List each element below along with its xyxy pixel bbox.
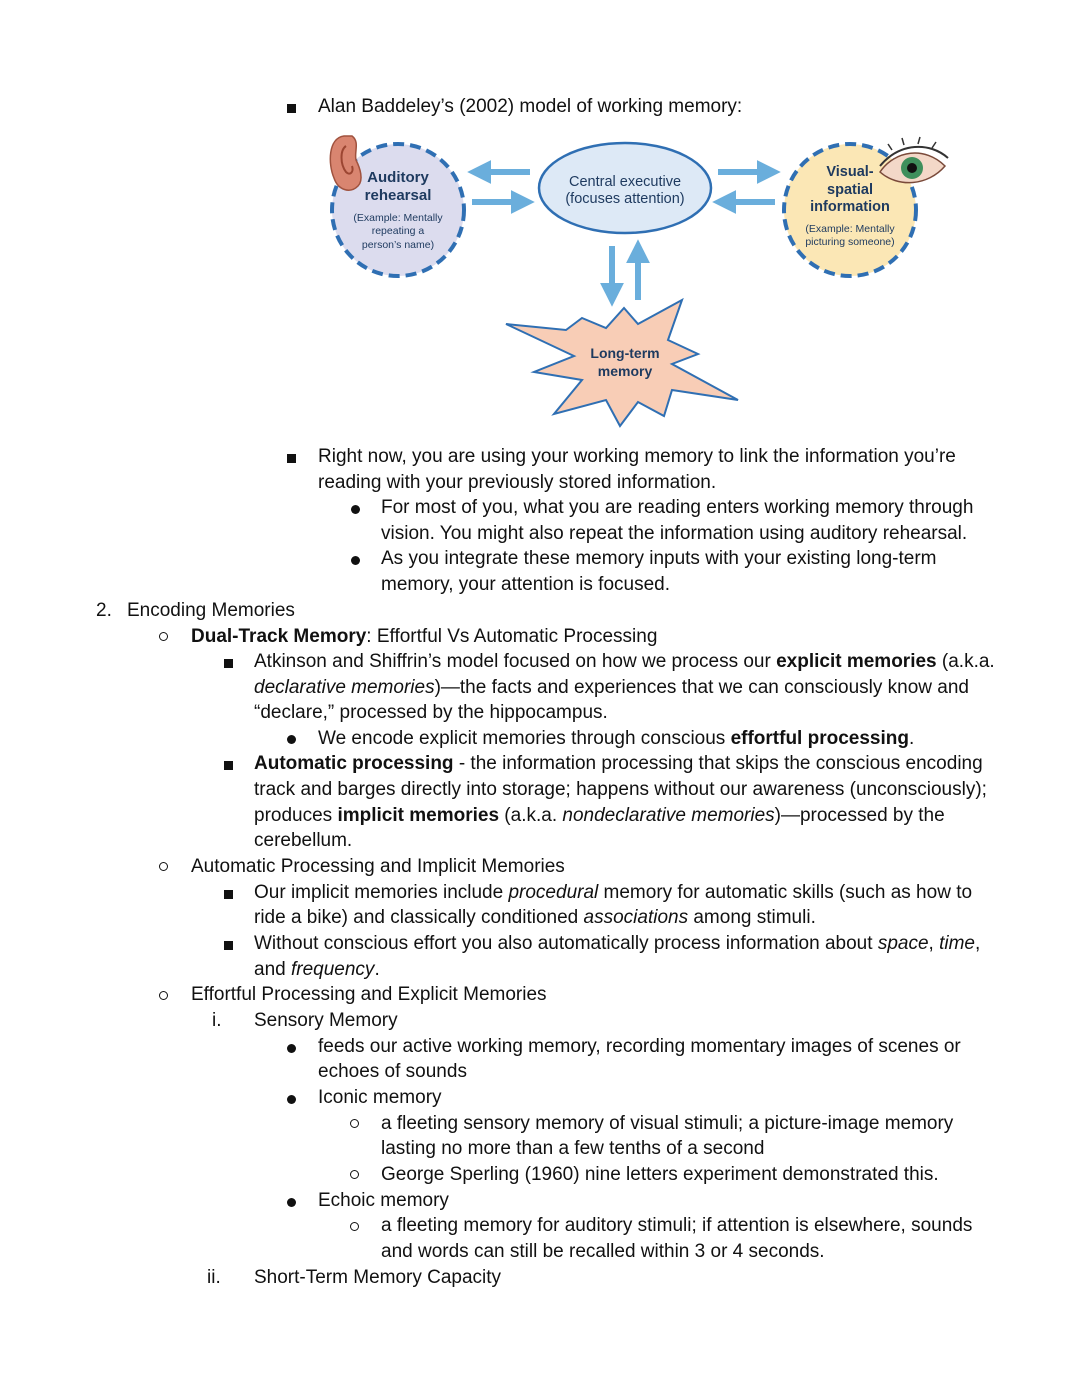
section-number: 2.	[96, 600, 112, 621]
api-bullet2-line1: Without conscious effort you also automa…	[254, 933, 981, 954]
echoic-def-line2: and words can still be recalled within 3…	[381, 1241, 825, 1262]
working-memory-diagram: Auditory rehearsal (Example: Mentally re…	[329, 135, 949, 428]
svg-text:repeating a: repeating a	[372, 225, 425, 237]
atkinson-line1: Atkinson and Shiffrin’s model focused on…	[254, 651, 995, 672]
automatic-line3: produces implicit memories (a.k.a. nonde…	[254, 805, 945, 826]
atkinson-line2: declarative memories)—the facts and expe…	[254, 677, 969, 698]
square-bullet-icon	[287, 104, 296, 113]
auditory-central-arrows	[467, 160, 535, 214]
sensory-memory-heading: Sensory Memory	[254, 1010, 398, 1031]
iconic-def-line2: lasting no more than a few tenths of a s…	[381, 1138, 765, 1159]
svg-text:(focuses attention): (focuses attention)	[565, 191, 684, 207]
effortful-subbullet: We encode explicit memories through cons…	[318, 728, 915, 749]
square-bullet-icon	[224, 890, 233, 899]
eye-icon	[879, 136, 949, 184]
square-bullet-icon	[224, 941, 233, 950]
working-memory-bullet-line1: Right now, you are using your working me…	[318, 446, 956, 467]
svg-text:person’s name): person’s name)	[362, 239, 434, 251]
svg-text:Auditory: Auditory	[367, 169, 429, 186]
iconic-memory-heading: Iconic memory	[318, 1087, 442, 1108]
echoic-memory-heading: Echoic memory	[318, 1190, 449, 1211]
vision-bullet-line1: For most of you, what you are reading en…	[381, 497, 974, 518]
round-bullet-icon	[287, 1044, 296, 1053]
svg-text:Visual-: Visual-	[826, 164, 873, 180]
visual-spatial-node: Visual- spatial information (Example: Me…	[782, 142, 918, 278]
hollow-bullet-icon	[350, 1119, 359, 1128]
roman-numeral-ii: ii.	[207, 1267, 221, 1288]
svg-text:(Example: Mentally: (Example: Mentally	[353, 212, 443, 224]
svg-text:Central executive: Central executive	[569, 174, 681, 190]
automatic-line1: Automatic processing - the information p…	[254, 753, 983, 774]
auditory-rehearsal-node: Auditory rehearsal (Example: Mentally re…	[330, 142, 466, 278]
sperling-line: George Sperling (1960) nine letters expe…	[381, 1164, 939, 1185]
svg-text:Long-term: Long-term	[590, 345, 659, 361]
api-bullet2-line2: and frequency.	[254, 959, 380, 980]
api-heading: Automatic Processing and Implicit Memori…	[191, 856, 565, 877]
echoic-def-line1: a fleeting memory for auditory stimuli; …	[381, 1215, 973, 1236]
vision-bullet-line2: vision. You might also repeat the inform…	[381, 523, 968, 544]
svg-text:(Example: Mentally: (Example: Mentally	[805, 223, 895, 235]
iconic-def-line1: a fleeting sensory memory of visual stim…	[381, 1113, 954, 1134]
hollow-bullet-icon	[350, 1222, 359, 1231]
automatic-line4: cerebellum.	[254, 830, 353, 851]
central-executive-node: Central executive (focuses attention)	[537, 141, 713, 235]
hollow-bullet-icon	[159, 991, 168, 1000]
intro-bullet-text: Alan Baddeley’s (2002) model of working …	[318, 96, 743, 117]
long-term-memory-node: Long-term memory	[505, 297, 739, 428]
dual-track-heading: Dual-Track Memory: Effortful Vs Automati…	[191, 626, 658, 647]
integrate-bullet-line2: memory, your attention is focused.	[381, 574, 670, 595]
section-heading: Encoding Memories	[127, 600, 295, 621]
svg-text:picturing someone): picturing someone)	[805, 236, 894, 248]
square-bullet-icon	[224, 761, 233, 770]
atkinson-line3: “declare,” processed by the hippocampus.	[254, 702, 608, 723]
round-bullet-icon	[287, 735, 296, 744]
round-bullet-icon	[351, 556, 360, 565]
feeds-line1: feeds our active working memory, recordi…	[318, 1036, 961, 1057]
hollow-bullet-icon	[350, 1170, 359, 1179]
automatic-line2: track and barges directly into storage; …	[254, 779, 987, 800]
svg-text:memory: memory	[598, 363, 653, 379]
central-visual-arrows	[712, 160, 781, 214]
svg-text:spatial: spatial	[827, 182, 873, 198]
feeds-line2: echoes of sounds	[318, 1061, 467, 1082]
api-bullet1-line1: Our implicit memories include procedural…	[254, 882, 973, 903]
square-bullet-icon	[224, 659, 233, 668]
round-bullet-icon	[287, 1095, 296, 1104]
working-memory-bullet-line2: reading with your previously stored info…	[318, 472, 717, 493]
svg-text:information: information	[810, 199, 890, 215]
square-bullet-icon	[287, 454, 296, 463]
round-bullet-icon	[351, 505, 360, 514]
ear-icon	[329, 135, 362, 191]
api-bullet1-line2: ride a bike) and classically conditioned…	[254, 907, 816, 928]
round-bullet-icon	[287, 1198, 296, 1207]
svg-text:rehearsal: rehearsal	[365, 187, 432, 204]
stm-capacity-heading: Short-Term Memory Capacity	[254, 1267, 502, 1288]
hollow-bullet-icon	[159, 632, 168, 641]
epe-heading: Effortful Processing and Explicit Memori…	[191, 984, 547, 1005]
central-longterm-arrows	[600, 239, 650, 307]
roman-numeral-i: i.	[212, 1010, 222, 1031]
hollow-bullet-icon	[159, 862, 168, 871]
integrate-bullet-line1: As you integrate these memory inputs wit…	[381, 548, 937, 569]
